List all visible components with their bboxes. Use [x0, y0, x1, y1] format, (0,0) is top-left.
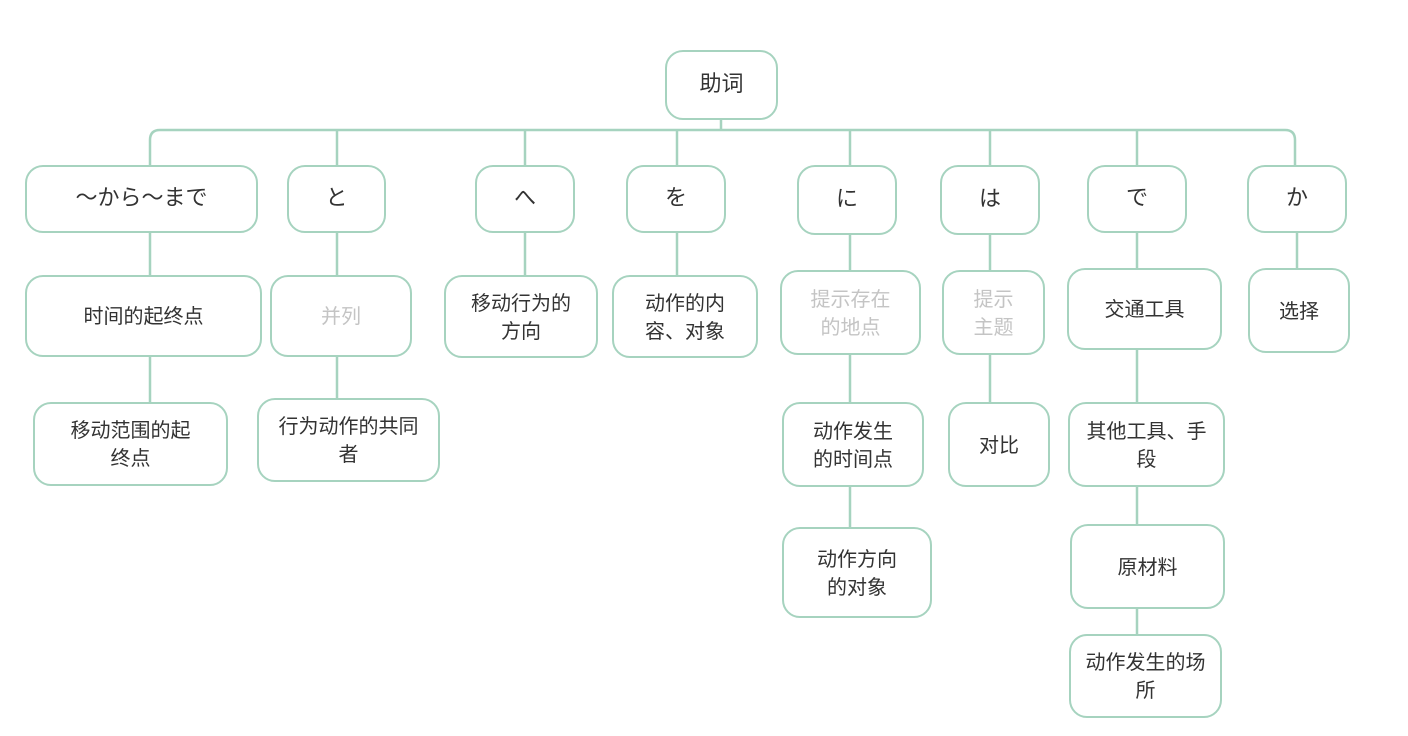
meaning-node: 其他工具、手段 [1068, 402, 1225, 487]
meaning-node: 交通工具 [1067, 268, 1222, 350]
meaning-node: 时间的起终点 [25, 275, 262, 357]
meaning-node: 原材料 [1070, 524, 1225, 609]
meaning-node: 行为动作的共同者 [257, 398, 440, 482]
meaning-node: 动作的内容、对象 [612, 275, 758, 358]
particle-kara-made: ～から～まで [25, 165, 258, 233]
root-node: 助词 [665, 50, 778, 120]
meaning-node: 移动行为的方向 [444, 275, 598, 358]
meaning-node: 提示主题 [942, 270, 1045, 355]
meaning-node: 动作发生的时间点 [782, 402, 924, 487]
particle-de: で [1087, 165, 1187, 233]
particle-wo: を [626, 165, 726, 233]
meaning-node: 选择 [1248, 268, 1350, 353]
particle-to: と [287, 165, 386, 233]
particle-wa: は [940, 165, 1040, 235]
meaning-node: 并列 [270, 275, 412, 357]
meaning-node: 动作方向的对象 [782, 527, 932, 618]
meaning-node: 移动范围的起终点 [33, 402, 228, 486]
particle-ka: か [1247, 165, 1347, 233]
meaning-node: 对比 [948, 402, 1050, 487]
meaning-node: 动作发生的场所 [1069, 634, 1222, 718]
meaning-node: 提示存在的地点 [780, 270, 921, 355]
particle-ni: に [797, 165, 897, 235]
particle-he: へ [475, 165, 575, 233]
